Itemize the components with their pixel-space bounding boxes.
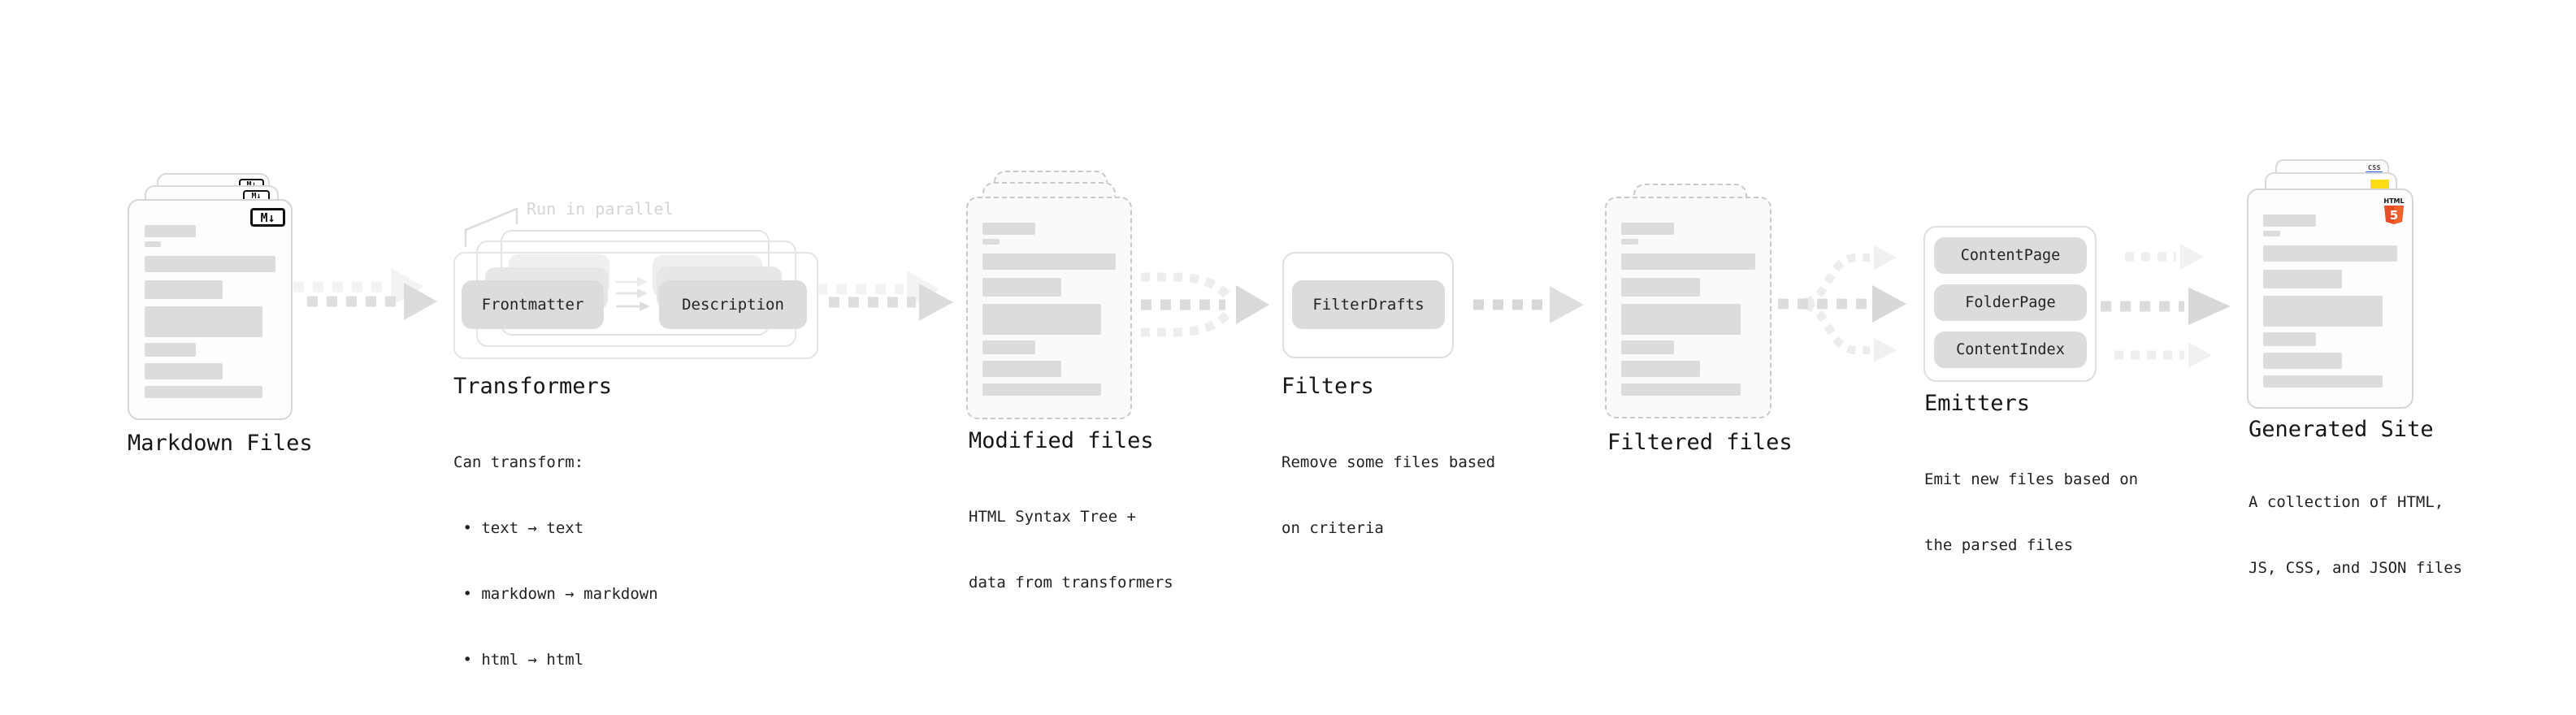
html5-icon: HTML 5 — [2383, 197, 2405, 226]
transformers-description: Can transform: • text → text • markdown … — [453, 453, 658, 669]
filtered-files-title: Filtered files — [1607, 430, 1793, 455]
arrow-filtered-to-emitters-fork — [1778, 245, 1906, 362]
filters-description: Remove some files based on criteria — [1281, 453, 1496, 537]
modified-files-description: HTML Syntax Tree + data from transformer… — [969, 508, 1173, 592]
contentindex-pill: ContentIndex — [1934, 332, 2087, 368]
arrow-filters-to-filtered — [1473, 286, 1584, 323]
markdown-icon: M↓ — [250, 208, 285, 227]
folderpage-pill: FolderPage — [1934, 284, 2087, 321]
transformers-title: Transformers — [453, 374, 613, 399]
markdown-files-title: Markdown Files — [128, 431, 313, 456]
transformer-inner-arrows — [616, 277, 650, 311]
css-badge: CSS — [2368, 164, 2381, 171]
js-badge — [2370, 180, 2389, 189]
markdown-doc-front: M↓ — [128, 199, 293, 420]
diagram-content: M↓ M↓ M↓ Markdown Files Run in parallel … — [128, 159, 2463, 669]
run-in-parallel-annotation: Run in parallel — [527, 199, 674, 219]
description-pill: Description — [659, 280, 807, 329]
filterdrafts-pill: FilterDrafts — [1292, 280, 1445, 329]
svg-text:HTML: HTML — [2383, 197, 2404, 205]
arrows-layer — [293, 207, 2231, 368]
modified-doc-front — [966, 197, 1132, 419]
arrow-transformers-to-modified — [817, 271, 953, 321]
filtered-doc-front — [1605, 197, 1772, 418]
emitters-description: Emit new files based on the parsed files — [1924, 470, 2139, 554]
frontmatter-pill: Frontmatter — [462, 280, 604, 329]
transformer-frame-front — [453, 252, 818, 359]
emitters-title: Emitters — [1924, 391, 2031, 416]
run-in-parallel-leader-line — [464, 207, 518, 247]
filters-title: Filters — [1281, 374, 1374, 399]
site-doc-front: HTML 5 — [2247, 188, 2413, 409]
arrows-emitters-to-site — [2101, 244, 2231, 368]
svg-text:5: 5 — [2390, 208, 2398, 223]
arrow-modified-to-filters-converge — [1141, 272, 1269, 337]
pipeline-diagram-canvas: { "diagram_title": "Static site generati… — [128, 159, 2463, 669]
arrow-markdown-to-transformers — [293, 268, 437, 320]
modified-files-title: Modified files — [969, 428, 1154, 453]
contentpage-pill: ContentPage — [1934, 237, 2087, 274]
generated-site-title: Generated Site — [2249, 417, 2434, 442]
generated-site-description: A collection of HTML, JS, CSS, and JSON … — [2249, 493, 2463, 577]
